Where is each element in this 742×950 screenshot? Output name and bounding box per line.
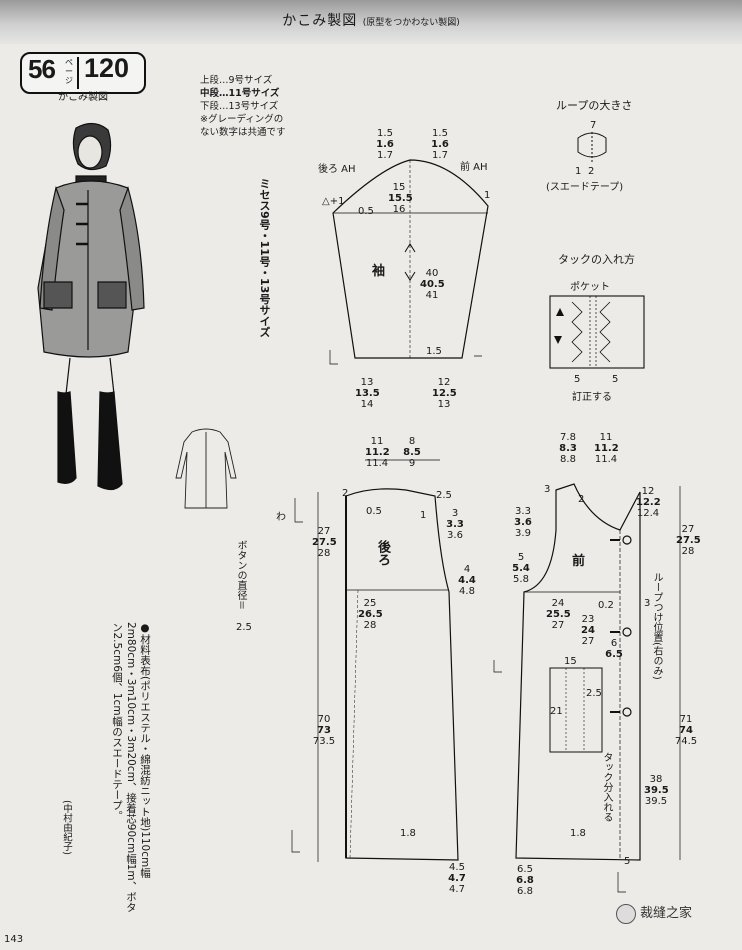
legend-line-4: ※グレーディングの	[200, 114, 284, 125]
legend-line-1: 上段…9号サイズ	[200, 75, 273, 86]
legend-line-2: 中段…11号サイズ	[200, 88, 280, 99]
back-2: 2	[342, 488, 349, 499]
front-2: 2	[578, 494, 585, 505]
tuck-detail	[549, 295, 645, 369]
front-21: 21	[550, 706, 563, 717]
sleeve-front-ah: 前 AH	[460, 162, 488, 173]
legend-line-5: ない数字は共通です	[200, 127, 286, 138]
sleeve-1: 1	[484, 190, 491, 201]
back-label: 後ろ	[375, 540, 390, 566]
watermark-text: 裁缝之家	[640, 906, 693, 921]
loop-note: (スエードテープ)	[546, 182, 624, 193]
tuck-note: 訂正する	[572, 392, 612, 403]
header-subtitle: (原型をつかわない製図)	[362, 18, 460, 28]
front-15: 15	[564, 656, 577, 667]
loop-1: 1	[575, 166, 582, 177]
sleeve-pattern	[329, 159, 489, 365]
sleeve-15: 1.5	[426, 346, 442, 357]
back-hem: 1.8	[400, 828, 416, 839]
materials-text: 表布(ポリエステル・綿混紡ニット地)110cm幅2m80cm・3m10cm・3m…	[111, 622, 151, 913]
badge-item-number: 120	[84, 53, 130, 83]
coat-flat-sketch	[175, 428, 237, 509]
sleeve-05: 0.5	[358, 206, 374, 217]
front-02: 0.2	[598, 600, 614, 611]
badge-page-number: 56	[28, 54, 56, 84]
back-body-pattern	[291, 459, 459, 862]
header-bar	[0, 0, 742, 44]
back-05: 0.5	[366, 506, 382, 517]
front-body-pattern	[493, 483, 681, 893]
tuck-pocket: ポケット	[570, 282, 610, 293]
page-number: 143	[4, 934, 24, 945]
vertical-size-label: ミセス9号・11号・13号サイズ	[258, 178, 271, 338]
tuck-5b: 5	[612, 374, 619, 385]
back-25: 2.5	[436, 490, 452, 501]
page-header-title: かこみ製図 (原型をつかわない製図)	[0, 10, 742, 30]
front-25: 2.5	[586, 688, 602, 699]
front-3: 3	[544, 484, 551, 495]
coat-illustration	[37, 122, 145, 491]
button-diameter-note: ボタンの直径＝	[235, 540, 246, 610]
badge-unit: ページ	[65, 58, 73, 85]
badge-subtitle: かこみ製図	[58, 92, 108, 103]
front-loop-note: ループつけ位置(右のみ)	[651, 572, 662, 680]
sleeve-label: 袖	[372, 264, 386, 279]
legend-line-3: 下段…13号サイズ	[200, 101, 279, 112]
sleeve-plus1: △+1	[322, 196, 345, 207]
front-3b: 3	[644, 598, 651, 609]
loop-title: ループの大きさ	[556, 99, 633, 112]
tuck-title: タックの入れ方	[558, 253, 635, 266]
watermark-icon	[616, 904, 636, 924]
back-fold: わ	[276, 512, 286, 523]
badge-separator	[77, 57, 79, 89]
front-5: 5	[624, 856, 631, 867]
back-1: 1	[420, 510, 427, 521]
materials-author: (中村由紀子)	[61, 800, 72, 855]
loop-2: 2	[588, 166, 595, 177]
sleeve-back-ah: 後ろ AH	[318, 164, 356, 175]
header-title: かこみ製図	[282, 13, 358, 29]
size-legend: 上段…9号サイズ 中段…11号サイズ 下段…13号サイズ ※グレーディングの な…	[200, 74, 286, 139]
loop-detail	[577, 132, 607, 162]
front-tuck-note: タック分入れる	[601, 752, 612, 822]
loop-7: 7	[590, 120, 597, 131]
front-hem: 1.8	[570, 828, 586, 839]
tuck-5a: 5	[574, 374, 581, 385]
page-badge: 56 ページ 120	[20, 52, 146, 94]
materials-title: ●材料	[139, 622, 151, 655]
button-diameter-value: 2.5	[236, 622, 252, 633]
front-label: 前	[572, 554, 586, 569]
materials-block: ●材料表布(ポリエステル・綿混紡ニット地)110cm幅2m80cm・3m10cm…	[58, 622, 152, 922]
